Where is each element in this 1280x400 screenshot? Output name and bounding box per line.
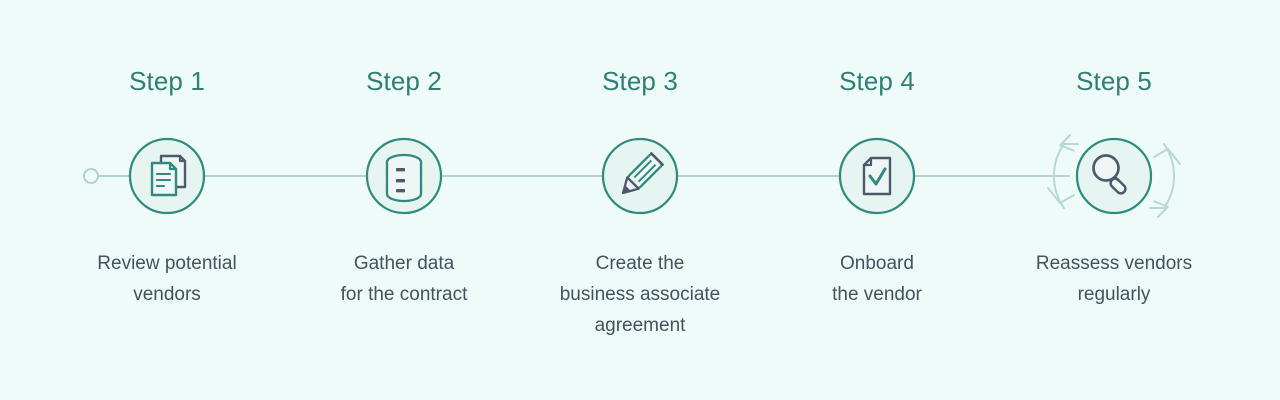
caption-line: business associate — [559, 284, 721, 305]
step-badge-4[interactable] — [838, 137, 916, 215]
step-label-2: Step 2 — [366, 66, 442, 96]
caption-line: regularly — [1077, 284, 1151, 305]
step-caption-4: Onboard the vendor — [757, 248, 997, 310]
step-caption-2: Gather data for the contract — [284, 248, 524, 310]
step-label-1: Step 1 — [129, 66, 205, 96]
caption-line: for the contract — [340, 284, 468, 305]
step-badge-2[interactable] — [365, 137, 443, 215]
document-check-icon — [862, 156, 892, 196]
magnifier-icon — [1092, 154, 1127, 195]
step-caption-5: Reassess vendors regularly — [994, 248, 1234, 310]
start-marker-circle — [83, 168, 99, 184]
caption-line: vendors — [133, 284, 201, 305]
step-caption-1: Review potential vendors — [47, 248, 287, 310]
step-label-3: Step 3 — [602, 66, 678, 96]
step-badge-5[interactable] — [1075, 137, 1153, 215]
documents-stack-icon — [150, 154, 187, 197]
step-label-5: Step 5 — [1076, 66, 1152, 96]
connector-line-group — [83, 168, 1070, 184]
step-badge-1[interactable] — [128, 137, 206, 215]
caption-line: Reassess vendors — [1035, 253, 1193, 274]
caption-line: Create the — [595, 253, 685, 274]
pencil-icon — [621, 152, 664, 195]
refresh-arrow-heads — [1047, 148, 1181, 204]
caption-line: agreement — [594, 315, 686, 336]
step-label-4: Step 4 — [839, 66, 915, 96]
database-icon — [385, 153, 423, 203]
caption-line: the vendor — [832, 284, 922, 305]
step-caption-3: Create the business associate agreement — [520, 248, 760, 341]
caption-line: Review potential — [97, 253, 237, 274]
caption-line: Onboard — [840, 253, 914, 274]
refresh-arrows-icon — [1053, 133, 1175, 219]
caption-line: Gather data — [353, 253, 455, 274]
step-badge-3[interactable] — [601, 137, 679, 215]
